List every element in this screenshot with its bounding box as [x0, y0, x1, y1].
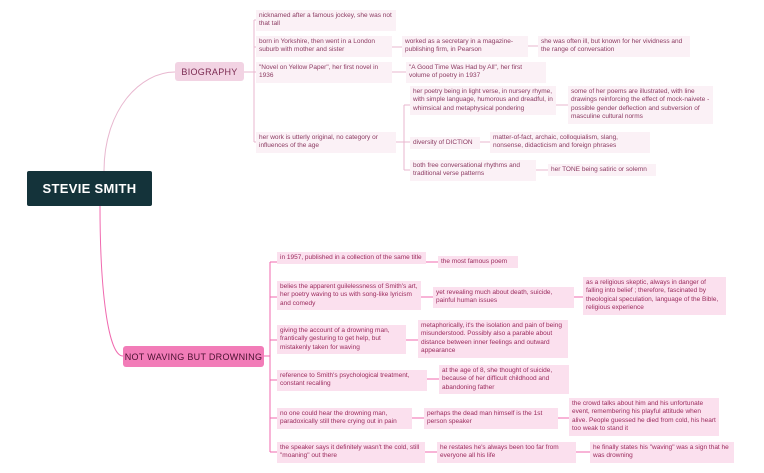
node-original[interactable]: her work is utterly original, no categor… [256, 132, 396, 153]
node-matter-of-fact[interactable]: matter-of-fact, archaic, colloquialism, … [490, 132, 650, 153]
central-topic[interactable]: STEVIE SMITH [27, 171, 152, 206]
node-age-eight[interactable]: at the age of 8, she thought of suicide,… [439, 365, 569, 395]
node-revealing[interactable]: yet revealing much about death, suicide,… [433, 287, 574, 308]
node-illustrated[interactable]: some of her poems are illustrated, with … [568, 86, 713, 124]
node-often-ill[interactable]: she was often ill, but known for her viv… [538, 36, 690, 57]
node-belies[interactable]: belies the apparent guilelessness of Smi… [277, 281, 421, 311]
node-yorkshire[interactable]: born in Yorkshire, then went in a London… [256, 36, 392, 57]
node-most-famous[interactable]: the most famous poem [438, 256, 518, 269]
node-restates[interactable]: he restates he's always been too far fro… [437, 442, 576, 463]
branch-not-waving-but-drowning[interactable]: NOT WAVING BUT DROWNING [123, 346, 264, 367]
node-reference[interactable]: reference to Smith's psychological treat… [277, 370, 427, 391]
node-light-verse[interactable]: her poetry being in light verse, in nurs… [410, 86, 556, 116]
node-first-novel[interactable]: "Novel on Yellow Paper", her first novel… [256, 62, 392, 83]
branch-biography[interactable]: BIOGRAPHY [175, 62, 244, 81]
node-crowd-talks[interactable]: the crowd talks about him and his unfort… [569, 398, 719, 436]
node-religious-skeptic[interactable]: as a religious skeptic, always in danger… [583, 277, 726, 315]
node-speaker-says[interactable]: the speaker says it definitely wasn't th… [277, 442, 425, 463]
node-account[interactable]: giving the account of a drowning man, fr… [277, 325, 406, 355]
node-secretary[interactable]: worked as a secretary in a magazine-publ… [402, 36, 528, 57]
node-first-poetry[interactable]: "A Good Time Was Had by All", her first … [406, 62, 546, 83]
node-nickname[interactable]: nicknamed after a famous jockey, she was… [256, 10, 396, 31]
node-metaphorically[interactable]: metaphorically, it's the isolation and p… [418, 320, 568, 358]
node-no-one-could-hear[interactable]: no one could hear the drowning man, para… [277, 408, 412, 429]
node-rhythms[interactable]: both free conversational rhythms and tra… [410, 160, 536, 181]
node-published-1957[interactable]: in 1957, published in a collection of th… [277, 252, 426, 265]
node-waving-sign[interactable]: he finally states his "waving" was a sig… [590, 442, 734, 463]
node-tone[interactable]: her TONE being satiric or solemn [548, 164, 656, 177]
node-dead-man-speaker[interactable]: perhaps the dead man himself is the 1st … [424, 408, 558, 429]
node-diction[interactable]: diversity of DICTION [410, 137, 480, 150]
